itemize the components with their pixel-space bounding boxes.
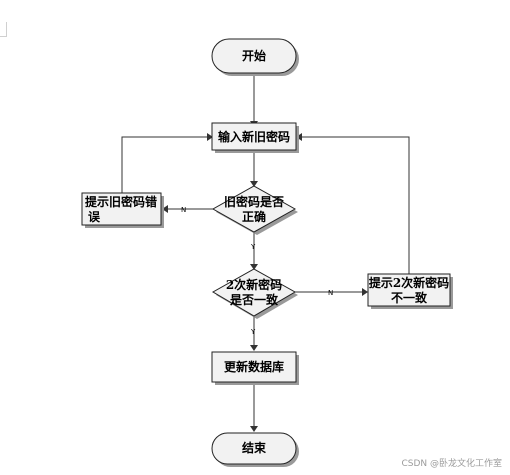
edge-label-twice-no: N <box>328 289 333 297</box>
end-label: 结束 <box>242 440 267 455</box>
edge-label-twice-yes: Y <box>250 328 256 336</box>
update-node: 更新数据库 <box>211 351 299 385</box>
check-old-label-line2: 正确 <box>242 209 266 224</box>
arrowhead <box>250 181 258 187</box>
check-twice-node: 2次新密码 是否一致 <box>211 268 298 319</box>
check-twice-label-line1: 2次新密码 <box>226 277 282 292</box>
edge-error-old-loop <box>121 136 207 193</box>
arrowhead <box>162 205 168 213</box>
arrowhead <box>207 133 213 141</box>
arrowhead <box>250 426 258 432</box>
error-old-node: 提示旧密码错 误 <box>81 192 164 228</box>
end-node: 结束 <box>211 432 299 467</box>
arrowhead <box>250 345 258 351</box>
input-node: 输入新旧密码 <box>211 122 299 153</box>
update-label: 更新数据库 <box>224 359 284 374</box>
watermark: CSDN @卧龙文化工作室 <box>401 459 502 469</box>
edge-label-old-yes: Y <box>250 243 256 251</box>
input-label: 输入新旧密码 <box>218 129 290 144</box>
edge-label-old-no: N <box>181 206 186 214</box>
error-old-label-line2: 误 <box>88 210 101 224</box>
check-old-node: 旧密码是否 正确 <box>211 185 298 235</box>
start-label: 开始 <box>242 48 266 63</box>
error-twice-node: 提示2次新密码 不一致 <box>367 273 453 309</box>
check-twice-label-line2: 是否一致 <box>229 292 279 307</box>
edge-error-twice-loop <box>302 136 410 274</box>
error-twice-label-line2: 不一致 <box>391 290 428 305</box>
window-edge-mark <box>0 22 7 37</box>
check-old-label-line1: 旧密码是否 <box>224 194 284 209</box>
error-twice-label-line1: 提示2次新密码 <box>369 275 449 290</box>
arrowhead <box>250 264 258 270</box>
start-node: 开始 <box>211 38 299 76</box>
error-old-label-line1: 提示旧密码错 <box>85 194 157 209</box>
arrowhead <box>362 288 368 296</box>
